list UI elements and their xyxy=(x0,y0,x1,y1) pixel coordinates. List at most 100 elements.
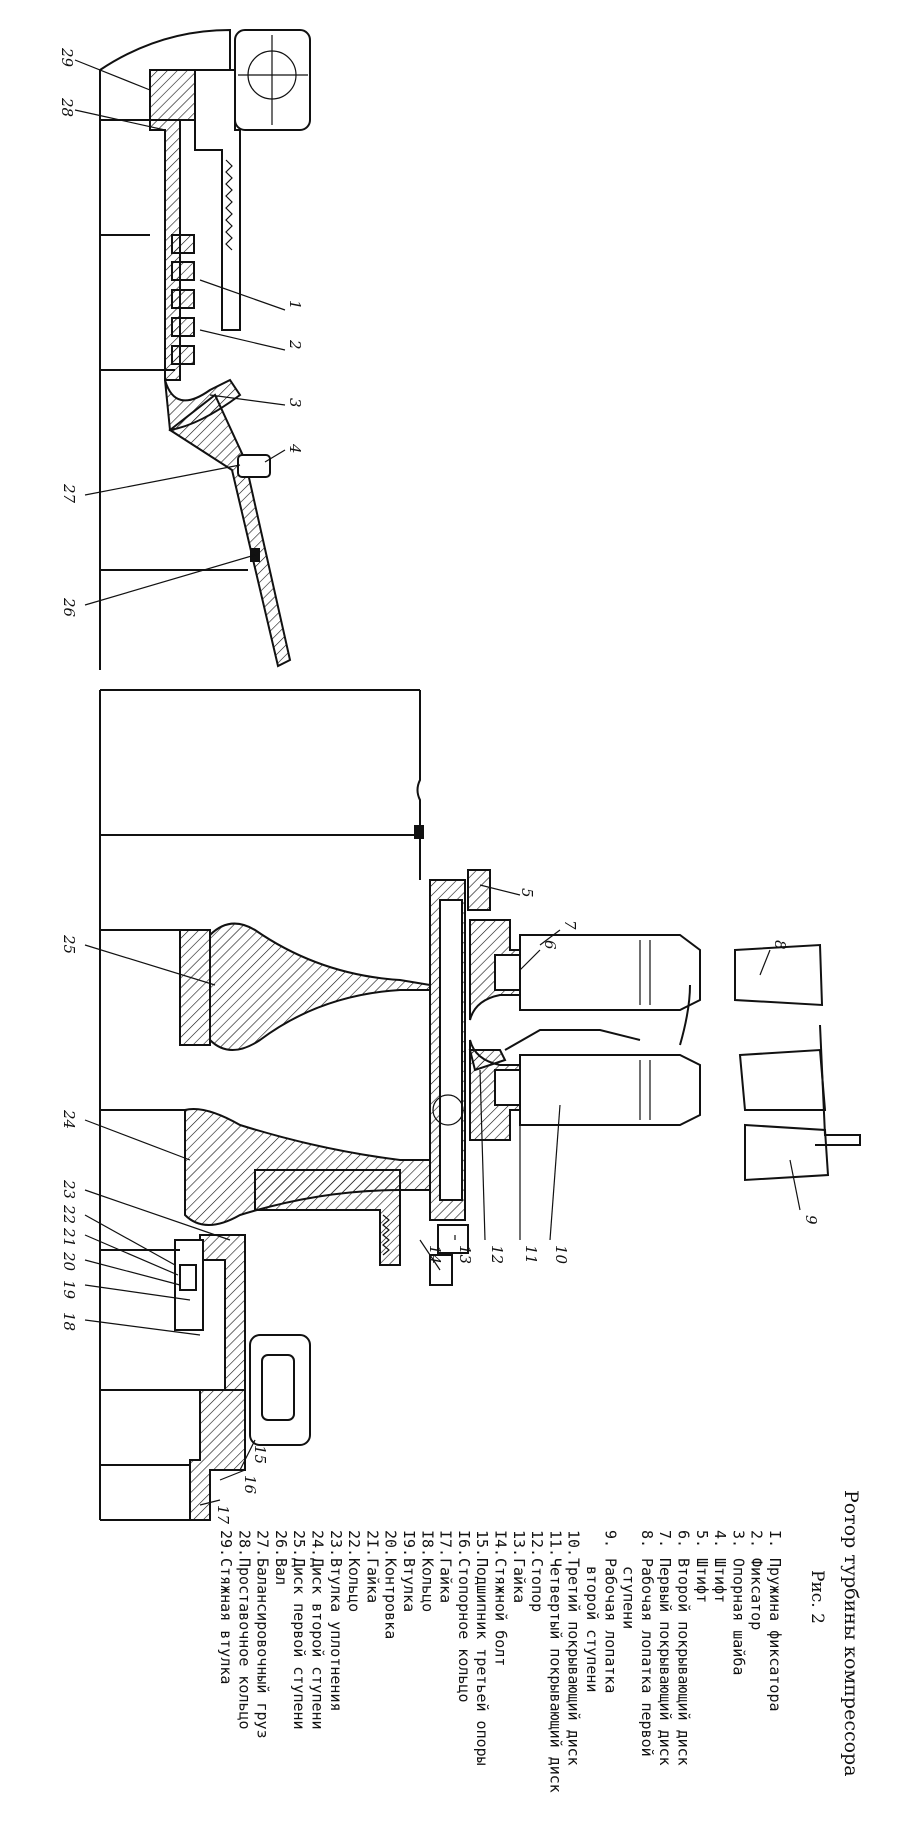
callout-17: 17 xyxy=(214,1505,232,1525)
callout-22: 22 xyxy=(60,1204,78,1224)
legend-item: 9.Рабочая лопатка xyxy=(601,1530,619,1693)
legend-item: 2I.Гайка xyxy=(363,1530,381,1603)
nut-13 xyxy=(437,1224,469,1254)
callout-26: 26 xyxy=(60,597,78,618)
legend-item-number: 5. xyxy=(693,1530,711,1548)
legend-item: 24.Диск второй ступени xyxy=(309,1530,327,1730)
legend-item-text: Диск первой ступени xyxy=(290,1558,308,1730)
legend-item: 25.Диск первой ступени xyxy=(290,1530,308,1730)
legend-item: 15.Подшипник третьей опоры xyxy=(473,1530,491,1766)
callout-1: 1 xyxy=(286,300,304,310)
callout-4: 4 xyxy=(286,443,304,454)
first-stage-blade xyxy=(734,943,824,1007)
first-stage-blade-root xyxy=(519,934,701,1011)
legend-item: 13.Гайка xyxy=(510,1530,528,1603)
callout-19: 19 xyxy=(60,1280,78,1300)
legend-item-text: Втулка xyxy=(400,1558,418,1612)
lock-pockets xyxy=(171,234,195,365)
legend-item-number: 2I. xyxy=(363,1530,381,1557)
legend-item-number: I7. xyxy=(437,1530,455,1557)
legend-block: Ротор турбины компрессора Рис. 2 I.Пружи… xyxy=(217,1490,862,1793)
legend-item: I7.Гайка xyxy=(437,1530,455,1603)
nozzle-vane xyxy=(738,1048,827,1111)
lower-bearing-assembly xyxy=(100,1234,311,1521)
legend-item: 20.Контровка xyxy=(382,1530,400,1639)
callout-15: 15 xyxy=(251,1445,269,1464)
legend-item-number: 29. xyxy=(217,1530,235,1557)
callout-16: 16 xyxy=(241,1475,259,1495)
legend-item: 28.Проставочное кольцо xyxy=(235,1530,253,1730)
seal-sleeve xyxy=(199,1234,246,1391)
callout-25: 25 xyxy=(60,934,78,954)
legend-item-text: Рабочая лопатка первой xyxy=(638,1558,656,1757)
legend-item-text: Кольцо xyxy=(418,1558,436,1612)
legend-item-number: I9. xyxy=(400,1530,418,1557)
legend-item-number: 7. xyxy=(656,1530,674,1548)
legend-item: 4. Штифт xyxy=(711,1530,729,1603)
callout-12: 12 xyxy=(488,1245,506,1264)
legend-item: I.Пружина фиксатора xyxy=(766,1530,784,1712)
legend-item-text: ступени xyxy=(620,1566,638,1629)
legend-item: I9.Втулка xyxy=(400,1530,418,1612)
legend-item-text: Стопор xyxy=(528,1558,546,1612)
legend-item-number: 26. xyxy=(272,1530,290,1557)
legend-item-number: 24. xyxy=(309,1530,327,1557)
legend-item-text: Стяжная втулка xyxy=(217,1558,235,1684)
legend-item-text: Гайка xyxy=(363,1558,381,1603)
legend-item: ступени xyxy=(620,1566,638,1629)
legend-item: 23.Втулка уплотнения xyxy=(327,1530,345,1712)
legend-item: 8.Рабочая лопатка первой xyxy=(638,1530,656,1757)
legend-item-text: Кольцо xyxy=(345,1558,363,1612)
legend-item-number: 6. xyxy=(675,1530,693,1548)
legend-item-text: Проставочное кольцо xyxy=(235,1558,253,1730)
legend-item: 7.Первый покрывающий диск xyxy=(656,1530,674,1766)
legend-item-text: Стяжной болт xyxy=(492,1558,510,1666)
legend-item-text: Стопорное кольцо xyxy=(455,1558,473,1703)
legend-item-number: I6. xyxy=(455,1530,473,1557)
legend-item-number: I8. xyxy=(418,1530,436,1557)
figure-label: Рис. 2 xyxy=(807,1570,827,1624)
legend-item-text: Контровка xyxy=(382,1558,400,1639)
callout-20: 20 xyxy=(60,1251,78,1272)
legend-item-text: Второй покрывающий диск xyxy=(675,1558,693,1766)
legend-item-text: Балансировочный груз xyxy=(254,1558,272,1739)
callout-27: 27 xyxy=(60,483,78,504)
legend-item-text: Опорная шайба xyxy=(729,1558,747,1675)
spline-housing xyxy=(194,69,241,331)
callout-numbers: 29 28 1 2 3 4 27 26 5 6 7 8 25 24 23 22 … xyxy=(58,47,820,1525)
legend-item: 27.Балансировочный груз xyxy=(254,1530,272,1739)
upper-bearing-assembly xyxy=(99,28,311,670)
second-stage-blade-root xyxy=(519,1054,701,1126)
legend-item-number: 4. xyxy=(711,1530,729,1548)
callout-11: 11 xyxy=(522,1245,540,1264)
callout-5: 5 xyxy=(518,888,536,898)
callout-7: 7 xyxy=(561,920,579,930)
pin-5 xyxy=(467,869,491,911)
legend-item: 2.Фиксатор xyxy=(748,1530,766,1630)
legend-item-text: Четвертый покрывающий диск xyxy=(546,1558,564,1793)
legend-item-number: 23. xyxy=(327,1530,345,1557)
callout-13: 13 xyxy=(456,1245,474,1264)
legend-item-text: Гайка xyxy=(437,1558,455,1603)
stopper xyxy=(468,1049,507,1072)
legend-item: 3.Опорная шайба xyxy=(729,1530,747,1675)
middle-rotor-section xyxy=(99,689,861,1520)
legend-item-number: 12. xyxy=(528,1530,546,1557)
first-stage-disk xyxy=(209,922,431,1051)
figure-title: Ротор турбины компрессора xyxy=(840,1490,862,1777)
third-bearing-roller xyxy=(261,1354,295,1421)
tie-bolt xyxy=(439,899,463,1201)
second-stage-disk xyxy=(184,1108,431,1226)
legend-item: второй ступени xyxy=(583,1566,601,1692)
legend-item-text: Третий покрывающий диск xyxy=(565,1558,583,1766)
legend-item-number: 11. xyxy=(546,1530,564,1557)
legend-item: 6. Второй покрывающий диск xyxy=(675,1530,693,1766)
legend-item-text: Штифт xyxy=(711,1558,729,1603)
legend-item: I4.Стяжной болт xyxy=(492,1530,510,1666)
legend-item-text: второй ступени xyxy=(583,1566,601,1692)
legend-item-text: Гайка xyxy=(510,1558,528,1603)
legend-item: 29.Стяжная втулка xyxy=(217,1530,235,1684)
callout-6: 6 xyxy=(541,940,559,950)
